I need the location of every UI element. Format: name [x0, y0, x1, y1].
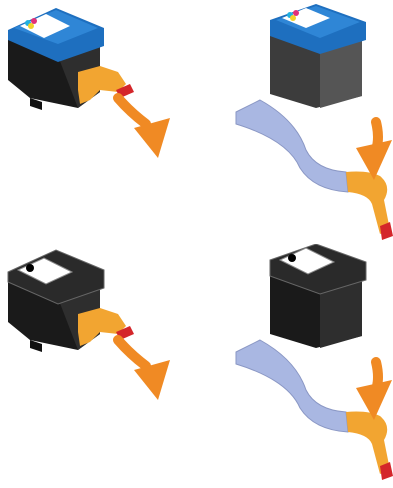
- arrow-icon: [356, 122, 392, 180]
- color-cartridge-removed-illustration: [196, 0, 393, 244]
- color-dot-yellow: [290, 15, 296, 21]
- black-ink-dot: [26, 264, 34, 272]
- removed-tape-orange: [346, 172, 390, 235]
- black-ink-dot: [288, 254, 296, 262]
- color-dot-yellow: [28, 23, 34, 29]
- removed-tape-blue: [236, 100, 348, 192]
- panel-black-cartridge-tape-attached: [0, 244, 196, 488]
- black-cartridge-removed-illustration: [196, 244, 393, 488]
- black-cartridge-illustration: [0, 244, 196, 488]
- removed-tape-blue: [236, 340, 348, 432]
- arrow-icon: [118, 98, 170, 158]
- arrow-icon: [118, 340, 170, 400]
- panel-color-cartridge-tape-removed: [196, 0, 393, 244]
- color-dot-magenta: [293, 10, 299, 16]
- panel-color-cartridge-tape-attached: [0, 0, 196, 244]
- removed-tape-orange: [346, 412, 390, 475]
- panel-black-cartridge-tape-removed: [196, 244, 393, 488]
- color-dot-magenta: [31, 18, 37, 24]
- arrow-icon: [356, 362, 392, 420]
- color-cartridge-illustration: [0, 0, 196, 244]
